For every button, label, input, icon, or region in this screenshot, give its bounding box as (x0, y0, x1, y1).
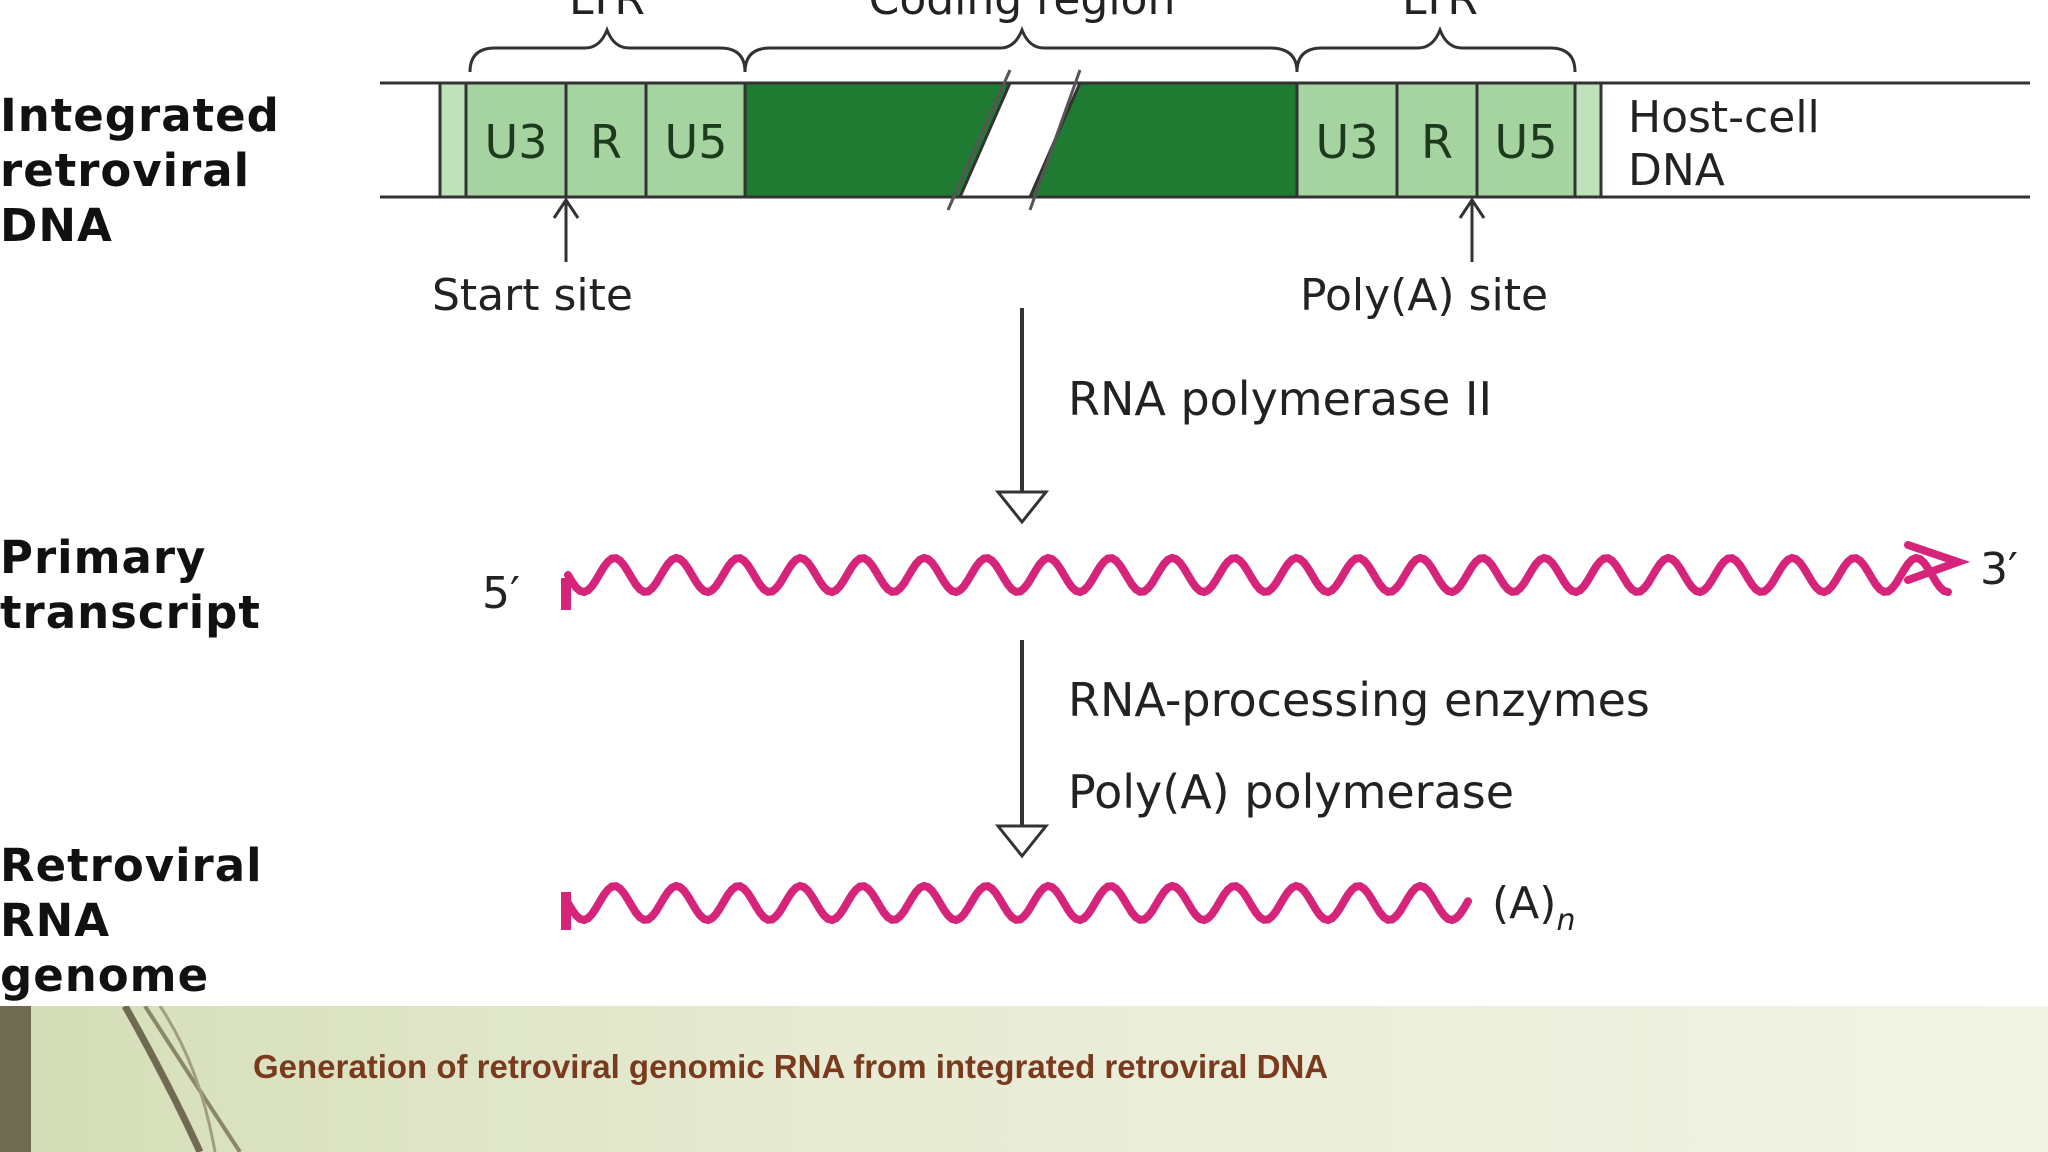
segment-u5-left (644, 81, 747, 199)
retroviral-genome-rna (564, 881, 1472, 925)
transcript-3-arrowhead (1904, 541, 1971, 584)
caption-footer: Generation of retroviral genomic RNA fro… (0, 1006, 2048, 1152)
segment-r-left (564, 81, 648, 199)
r-right-text: R (1421, 115, 1453, 169)
brace-ltr-right (1295, 25, 1577, 73)
five-prime-label: 5′ (482, 568, 520, 619)
polya-site-label: Poly(A) site (1300, 270, 1548, 321)
segment-u3-right (1295, 81, 1399, 199)
step2a-label: RNA-processing enzymes (1068, 673, 1650, 727)
label-integrated-dna: Integrated retroviral DNA (0, 89, 280, 252)
label-primary-transcript: Primary transcript (0, 531, 261, 639)
step1-label: RNA polymerase II (1068, 372, 1492, 426)
segment-r-right (1395, 81, 1479, 199)
decorative-swoosh-icon (121, 1006, 242, 1152)
left-flank-segment (438, 81, 468, 199)
u5-left-text: U5 (665, 115, 728, 169)
start-site-arrow (552, 197, 580, 262)
label-retroviral-genome: Retroviral RNA genome (0, 839, 263, 1002)
coding-region-left (743, 81, 1013, 199)
u3-right-text: U3 (1316, 115, 1379, 169)
footer-accent-strip (0, 1006, 31, 1152)
brace-ltr-left-label: LTR (569, 0, 645, 25)
u3-left-text: U3 (485, 115, 548, 169)
brace-coding-label: Coding region (869, 0, 1176, 25)
r-left-text: R (590, 115, 622, 169)
break-mark-right (1028, 69, 1082, 211)
brace-coding (743, 25, 1299, 73)
host-cell-dna-label: Host-cell DNA (1628, 92, 1834, 196)
brace-ltr-left (468, 25, 747, 73)
three-prime-label: 3′ (1980, 544, 2018, 595)
figure-caption: Generation of retroviral genomic RNA fro… (253, 1048, 1329, 1085)
retrovirus-transcription-diagram: LTR Coding region LTR U3 R U5 U3 R U5 Ho… (380, 0, 2030, 938)
segment-u3-left (464, 81, 568, 199)
segment-u5-right (1475, 81, 1577, 199)
transcription-arrow (994, 308, 1050, 525)
break-mark-left (946, 69, 1012, 211)
polya-tail-label: (A)n (1492, 878, 1575, 938)
u5-right-text: U5 (1495, 115, 1558, 169)
polya-site-arrow (1458, 197, 1486, 262)
primary-transcript-rna (564, 553, 1952, 597)
start-site-label: Start site (432, 270, 633, 321)
step2b-label: Poly(A) polymerase (1068, 765, 1514, 819)
processing-arrow (994, 640, 1050, 859)
right-flank-segment (1573, 81, 1603, 199)
brace-ltr-right-label: LTR (1402, 0, 1478, 25)
